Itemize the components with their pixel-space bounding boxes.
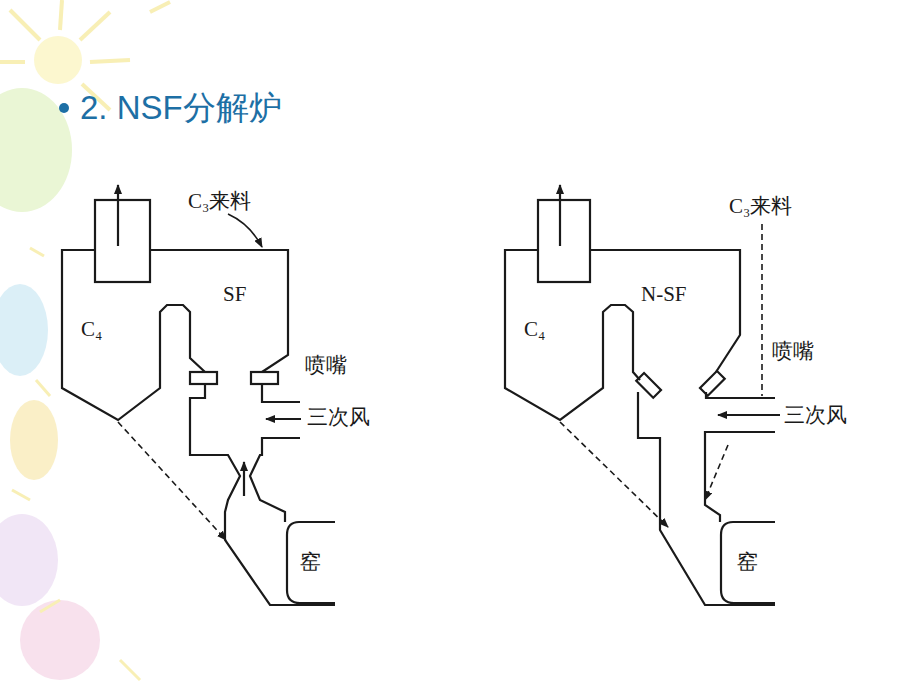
feed-label: C₃来料 [728,195,793,218]
feed-label: C₃来料 [187,190,252,213]
air-label: 三次风 [783,404,848,427]
nozzle-label: 喷嘴 [304,354,348,377]
calciner-label: SF [222,283,247,306]
air-label: 三次风 [306,406,371,429]
cyclone-label: C₄ [523,318,546,341]
slide-title: 2. NSF分解炉 [80,86,282,131]
nozzle-label: 喷嘴 [771,340,815,363]
kiln-label: 窑 [299,551,322,574]
cyclone-label: C₄ [80,318,103,341]
calciner-label: N-SF [640,283,688,306]
kiln-label: 窑 [736,551,759,574]
